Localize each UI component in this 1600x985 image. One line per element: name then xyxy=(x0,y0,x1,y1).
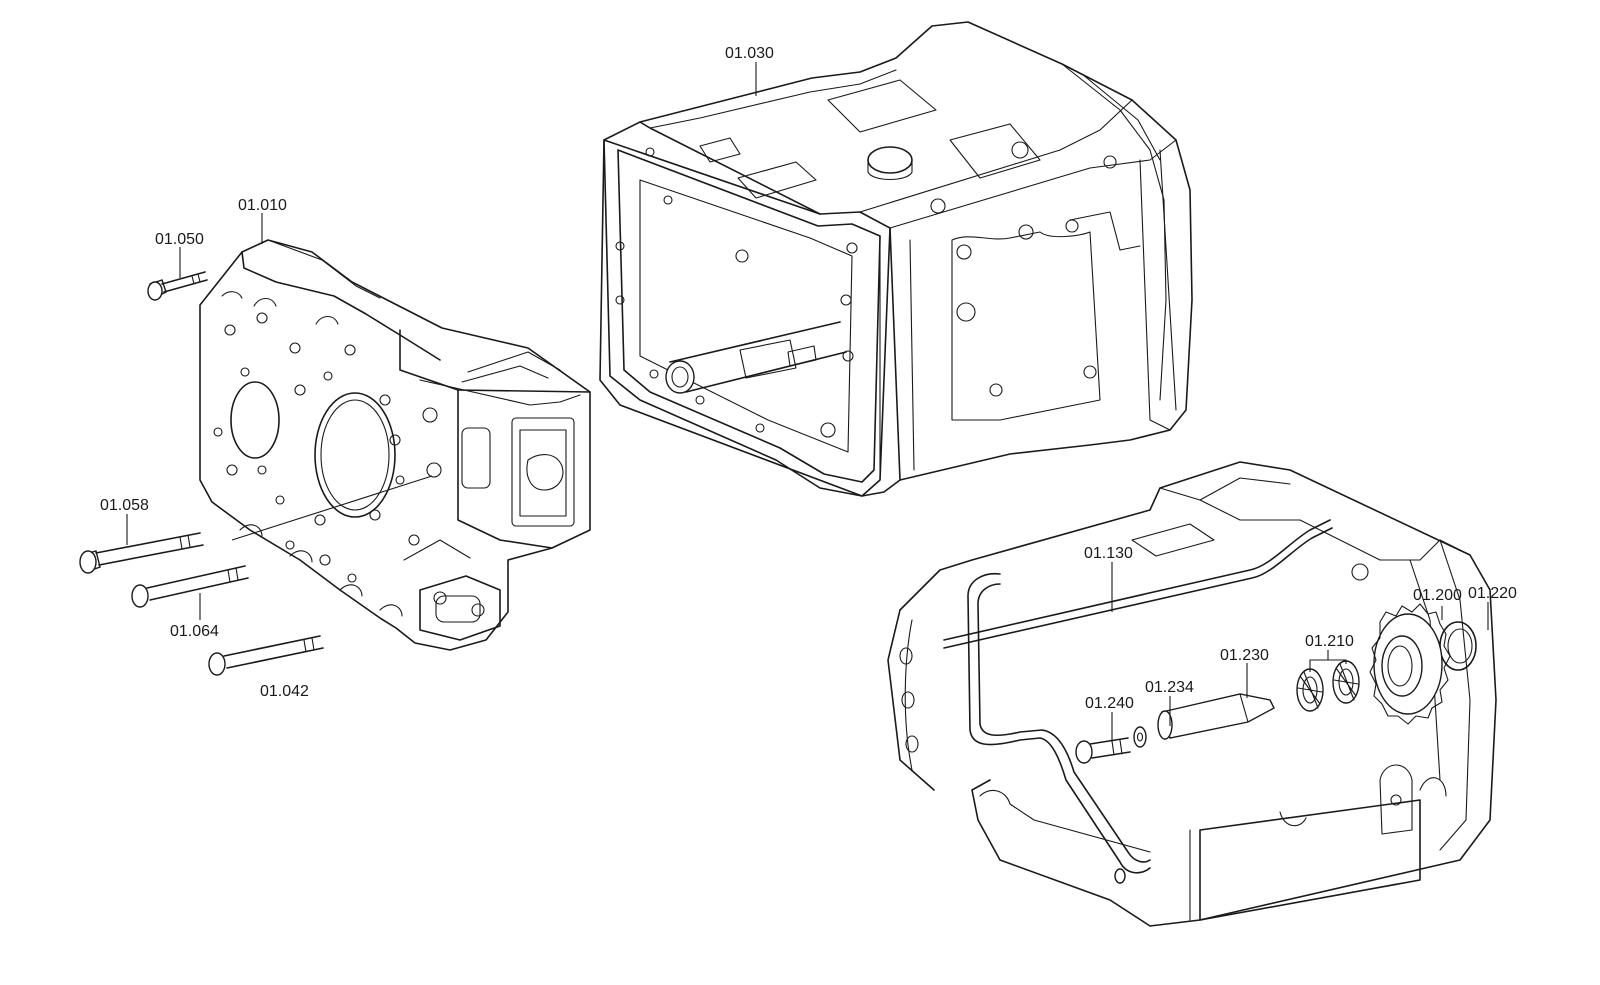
bearing-01-210-a xyxy=(1296,668,1324,712)
label-01-064: 01.064 xyxy=(170,623,219,640)
shaft-01-230 xyxy=(1157,693,1275,740)
label-01-042: 01.042 xyxy=(260,683,309,700)
bolt-01-058 xyxy=(79,532,204,574)
main-housing-01-030 xyxy=(599,21,1193,497)
rear-housing xyxy=(887,461,1497,927)
label-01-130: 01.130 xyxy=(1084,545,1133,562)
label-01-058: 01.058 xyxy=(100,497,149,514)
gear-01-200 xyxy=(1369,603,1451,725)
label-01-240: 01.240 xyxy=(1085,695,1134,712)
bolt-01-240 xyxy=(1075,737,1131,764)
bearing-01-210-b xyxy=(1332,660,1360,704)
washer-01-234 xyxy=(1133,726,1147,748)
bolt-01-042 xyxy=(208,635,324,676)
bolt-01-050 xyxy=(147,271,208,301)
label-01-210: 01.210 xyxy=(1305,633,1354,650)
label-01-220: 01.220 xyxy=(1468,585,1517,602)
label-01-010: 01.010 xyxy=(238,197,287,214)
label-01-200: 01.200 xyxy=(1413,587,1462,604)
label-01-234: 01.234 xyxy=(1145,679,1194,696)
pipe-01-130 xyxy=(943,519,1333,884)
bolt-01-064 xyxy=(131,565,249,608)
part-labels: 01.010 01.050 01.058 01.064 01.042 01.03… xyxy=(100,45,1517,712)
front-housing-01-010 xyxy=(199,239,591,651)
leader-lines xyxy=(126,62,1489,742)
label-01-230: 01.230 xyxy=(1220,647,1269,664)
label-01-030: 01.030 xyxy=(725,45,774,62)
label-01-050: 01.050 xyxy=(155,231,204,248)
